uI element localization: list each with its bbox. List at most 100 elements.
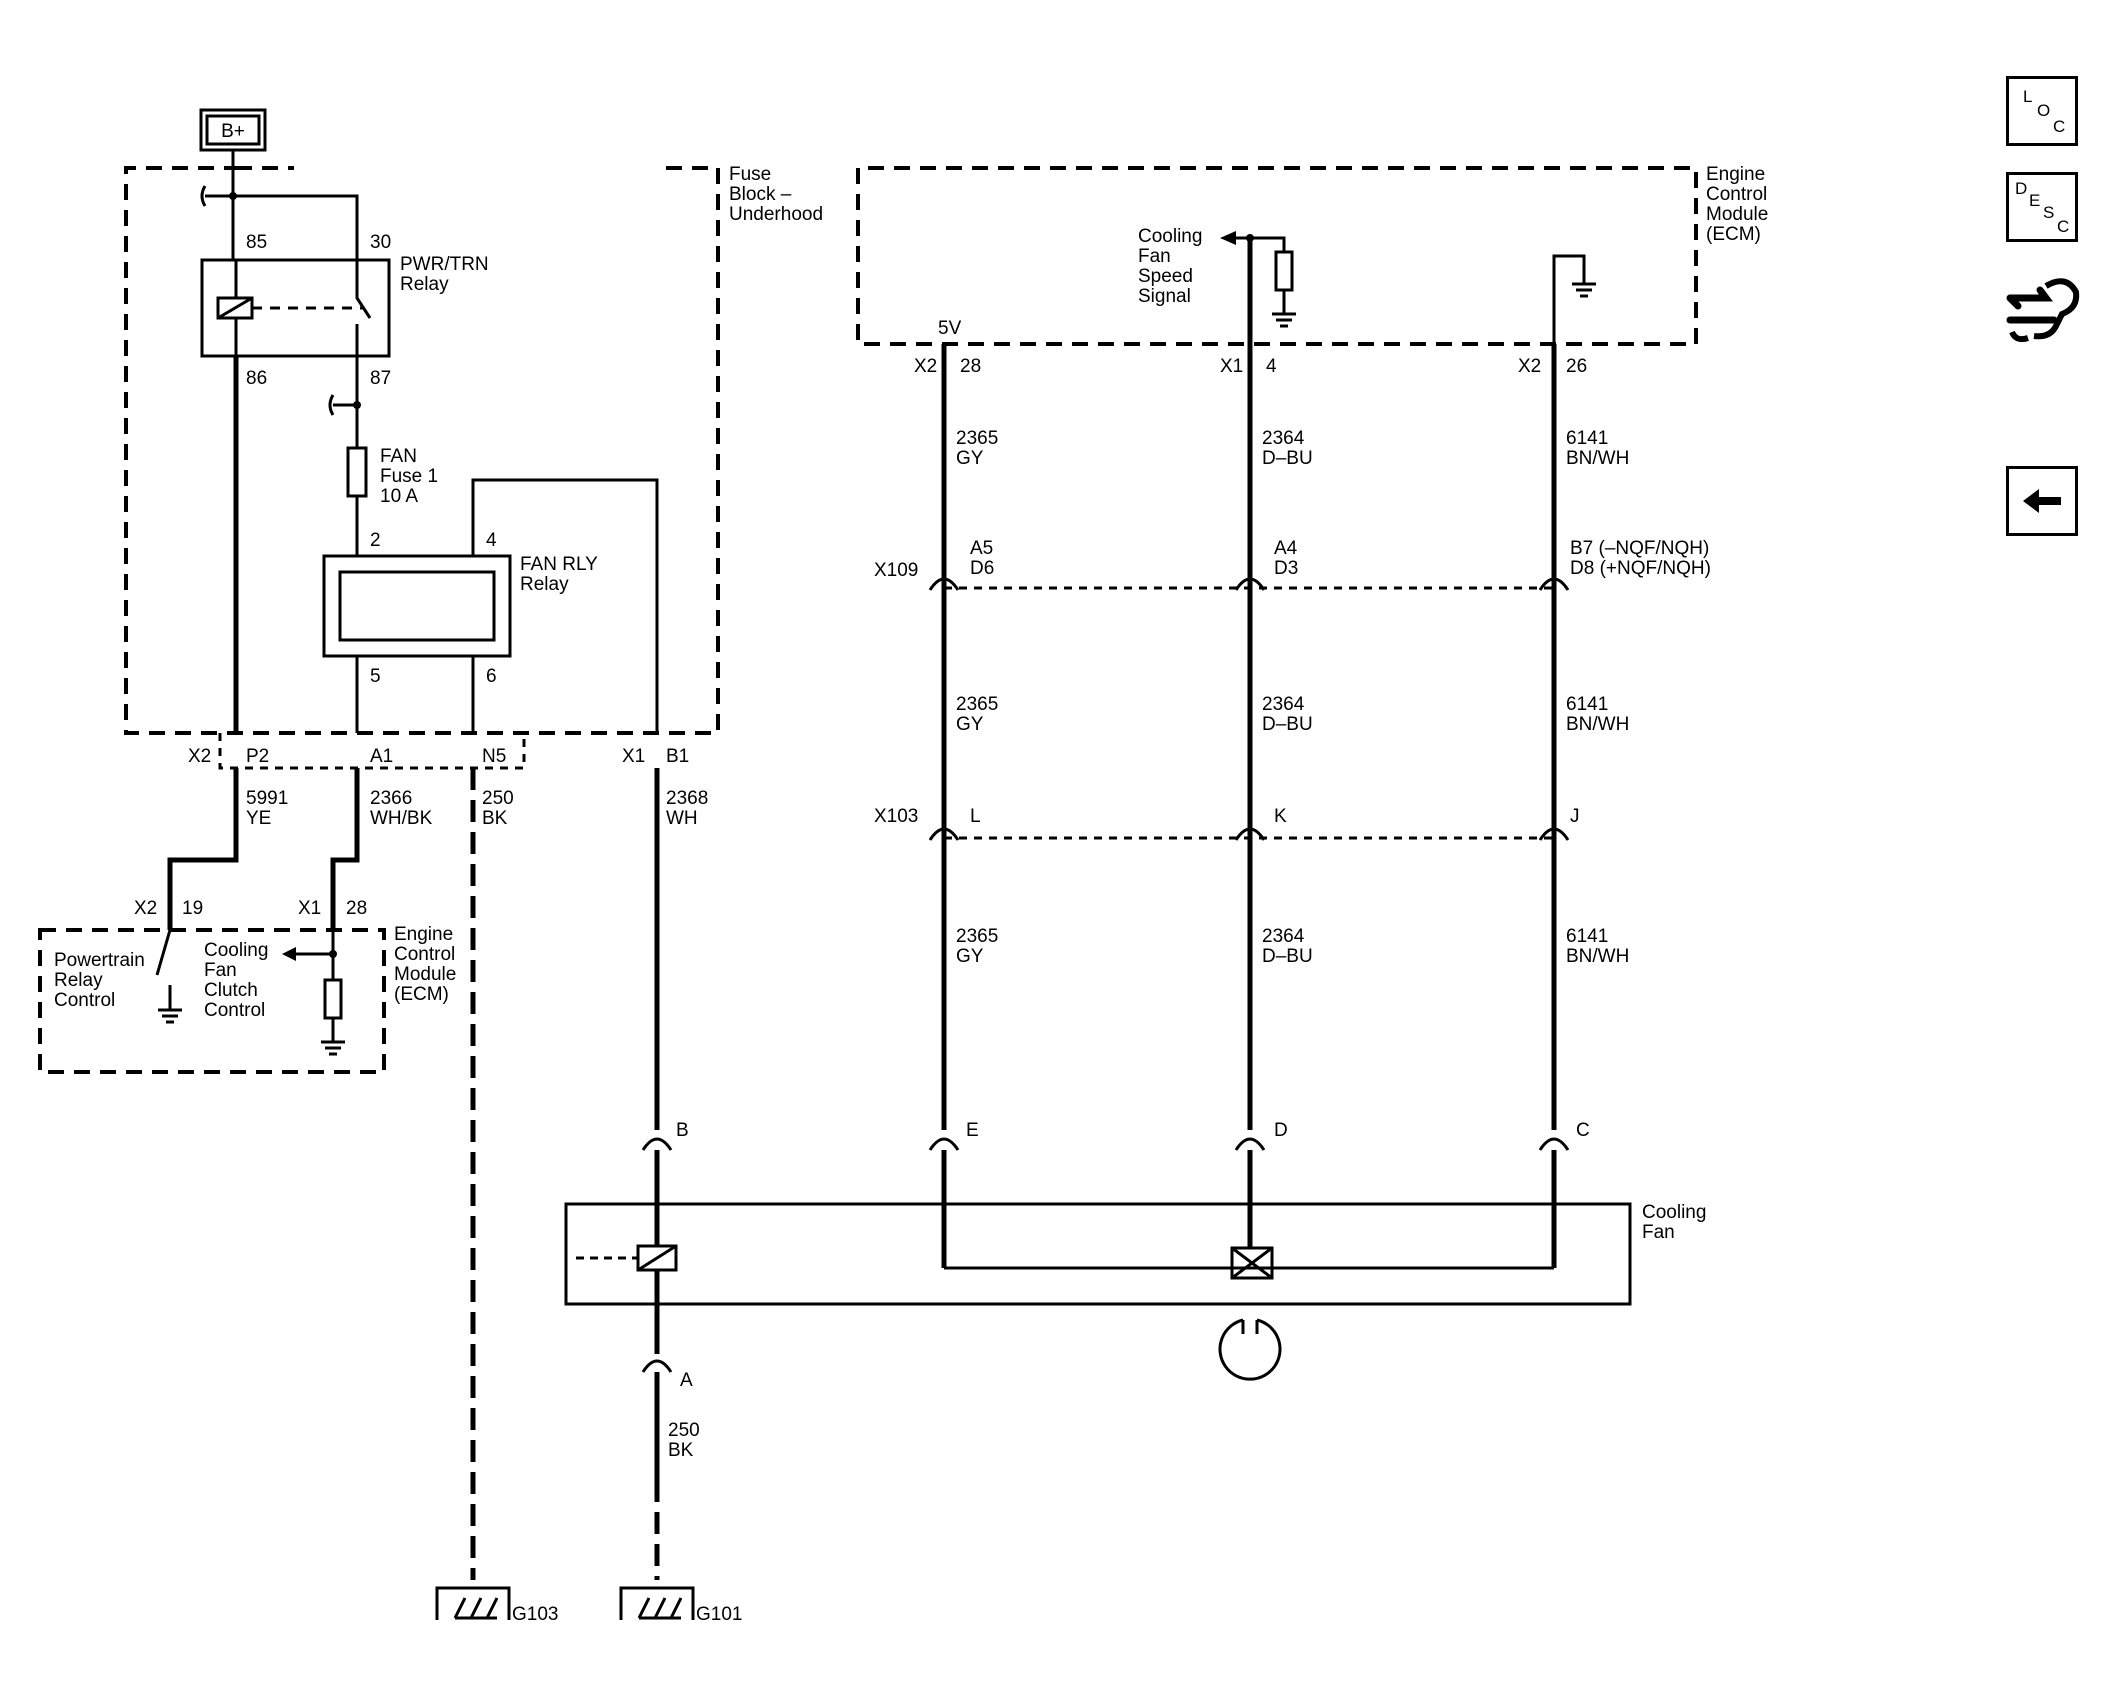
w2364-color-1: D–BU (1262, 448, 1313, 469)
fan-relay-pin-2: 2 (370, 530, 381, 551)
fan-connector-pins (641, 1137, 1570, 1151)
x109-a5: A5 (970, 538, 993, 559)
w6141-num-2: 6141 (1566, 694, 1608, 715)
w2365-color-1: GY (956, 448, 984, 469)
ecm-right-x2b: X2 (1518, 356, 1541, 377)
ecm-right-sig-1: Cooling (1138, 226, 1202, 247)
ecm-right-label-1: Engine (1706, 164, 1765, 185)
pwr-relay-pin-87: 87 (370, 368, 391, 389)
ground-wire-color: BK (668, 1440, 694, 1461)
wire-2366 (330, 768, 360, 930)
fan-pin-a-connector (641, 1359, 673, 1373)
w2364-num-3: 2364 (1262, 926, 1305, 947)
back-arrow-icon (2023, 489, 2061, 513)
fan-relay-pin-4: 4 (486, 530, 497, 551)
ecm-left-cfc-1: Cooling (204, 940, 268, 961)
wire-2366-color: WH/BK (370, 808, 433, 829)
x103-j: J (1570, 806, 1580, 827)
fuse-block-label-1: Fuse (729, 164, 771, 185)
wire-2368-color: WH (666, 808, 698, 829)
wire-250-color: BK (482, 808, 508, 829)
fan-relay-label-1: FAN RLY (520, 554, 598, 575)
loc-letter-c: C (2053, 117, 2066, 136)
fuse-block-boundary (124, 166, 720, 735)
w2365-color-3: GY (956, 946, 984, 967)
ecm-right-pin26: 26 (1566, 356, 1587, 377)
wire-2366-num: 2366 (370, 788, 412, 809)
pwr-trn-relay (200, 258, 391, 358)
loc-letter-l: L (2023, 87, 2033, 106)
ecm-right-sig-2: Fan (1138, 246, 1171, 267)
ecm-right-5v: 5V (938, 318, 962, 339)
ecm-right-label-3: Module (1706, 204, 1768, 225)
connector-tool-button[interactable] (2004, 268, 2084, 352)
wire-5991-color: YE (246, 808, 271, 829)
ecm-left-pin19: 19 (182, 898, 203, 919)
fan-clutch-coil-icon (636, 1244, 678, 1272)
ecm-right-resistor-icon (1274, 250, 1294, 292)
fan-relay-pin-5: 5 (370, 666, 381, 687)
w2365-num-2: 2365 (956, 694, 998, 715)
x103-name: X103 (874, 806, 918, 827)
ecm-left-x2: X2 (134, 898, 157, 919)
connector-tool-icon (2006, 278, 2080, 343)
ecm-right-boundary (856, 166, 1698, 346)
ecm-right-sig-3: Speed (1138, 266, 1193, 287)
ecm-left-switch-ground-icon (155, 929, 182, 1024)
x109-a4: A4 (1274, 538, 1298, 559)
ground-icon (321, 1018, 345, 1056)
back-button[interactable] (2006, 466, 2078, 536)
fuse-block-label-2: Block – (729, 184, 792, 205)
ecm-right-ground-icon (1272, 290, 1296, 328)
w2365-color-2: GY (956, 714, 984, 735)
fb-n5: N5 (482, 746, 506, 767)
fan-fuse-label-3: 10 A (380, 486, 418, 507)
x109-name: X109 (874, 560, 918, 581)
ecm-right-pin28: 28 (960, 356, 981, 377)
fb-a1: A1 (370, 746, 393, 767)
x109-pins (928, 577, 1570, 591)
ground-g101-icon (619, 1586, 695, 1620)
fan-pin-c: C (1576, 1120, 1590, 1141)
fan-pin-b: B (676, 1120, 689, 1141)
ground-g101-label: G101 (696, 1604, 742, 1625)
x103-l: L (970, 806, 981, 827)
ecm-right-x2a: X2 (914, 356, 937, 377)
wire-2368-num: 2368 (666, 788, 708, 809)
fb-p2: P2 (246, 746, 269, 767)
ecm-right-sig-4: Signal (1138, 286, 1191, 307)
fan-motor-icon (1218, 1318, 1282, 1381)
ecm-left-x1: X1 (298, 898, 321, 919)
w2365-num-3: 2365 (956, 926, 998, 947)
pwr-relay-pin-30: 30 (370, 232, 391, 253)
loc-letter-o: O (2037, 101, 2051, 120)
x109-b7: B7 (–NQF/NQH) (1570, 538, 1709, 559)
fan-speed-sensor-icon (1230, 1246, 1274, 1280)
ecm-left-prc-2: Relay (54, 970, 103, 991)
wire-5991-num: 5991 (246, 788, 288, 809)
ecm-right-x1: X1 (1220, 356, 1243, 377)
fuse-block-label-3: Underhood (729, 204, 823, 225)
fan-fuse-label-2: Fuse 1 (380, 466, 438, 487)
w6141-num-3: 6141 (1566, 926, 1608, 947)
ground-g103-label: G103 (512, 1604, 558, 1625)
relay-switch-icon (355, 256, 372, 356)
ecm-left-cfc-2: Fan (204, 960, 237, 981)
fan-relay-pin-6: 6 (486, 666, 497, 687)
x103-pins (928, 827, 1570, 841)
pwr-relay-pin-86: 86 (246, 368, 267, 389)
w2364-color-2: D–BU (1262, 714, 1313, 735)
desc-letter-d: D (2015, 179, 2028, 198)
w2364-num-1: 2364 (1262, 428, 1305, 449)
w2365-num-1: 2365 (956, 428, 998, 449)
ecm-left-label-1: Engine (394, 924, 453, 945)
desc-button[interactable]: D E S C (2006, 172, 2078, 242)
wire-5991 (167, 768, 239, 930)
fb-b1: B1 (666, 746, 689, 767)
pwr-relay-label-2: Relay (400, 274, 449, 295)
loc-button[interactable]: L O C (2006, 76, 2078, 146)
w6141-color-3: BN/WH (1566, 946, 1629, 967)
ecm-left-boundary (38, 928, 386, 1074)
fan-pin-e: E (966, 1120, 979, 1141)
